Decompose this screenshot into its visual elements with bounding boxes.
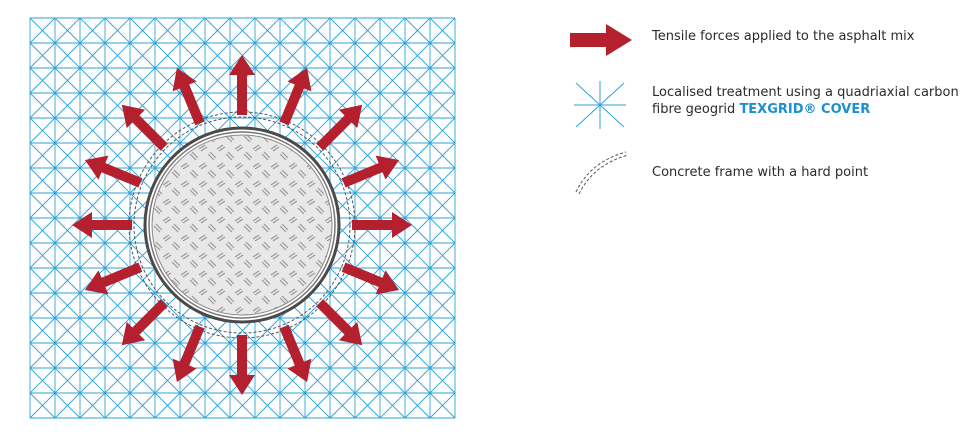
legend-text-frame: Concrete frame with a hard point xyxy=(652,165,869,180)
tensile-arrow xyxy=(229,335,255,395)
tensile-arrow xyxy=(279,67,312,126)
tensile-arrow xyxy=(229,55,255,115)
tensile-arrow xyxy=(341,155,400,188)
tensile-arrow xyxy=(121,299,168,346)
tensile-arrow xyxy=(316,299,363,346)
legend-text-tensile: Tensile forces applied to the asphalt mi… xyxy=(652,29,915,44)
tensile-arrow xyxy=(72,212,132,238)
tensile-arrow-icon xyxy=(570,24,632,56)
geogrid-diagram xyxy=(29,17,456,419)
legend-geogrid-text: Localised treatment using a quadriaxial … xyxy=(652,85,959,117)
manhole-cover-plate xyxy=(151,134,333,316)
tensile-arrow xyxy=(352,212,412,238)
legend: Tensile forces applied to the asphalt mi… xyxy=(560,0,980,437)
dashed-arc-icon xyxy=(575,151,629,195)
tensile-arrow xyxy=(279,324,312,383)
legend-text-geogrid: Localised treatment using a quadriaxial … xyxy=(652,84,972,118)
tensile-arrow xyxy=(84,155,143,188)
tensile-arrow xyxy=(172,324,205,383)
brand-texgrid-cover: TEXGRID® COVER xyxy=(739,102,871,117)
tensile-arrow xyxy=(316,104,363,151)
tensile-arrow xyxy=(172,67,205,126)
quadriaxial-grid-icon xyxy=(574,81,626,129)
frame-ring-inner xyxy=(148,131,336,319)
tensile-arrow xyxy=(121,104,168,151)
tensile-arrow xyxy=(341,262,400,295)
tensile-arrow xyxy=(84,262,143,295)
tensile-arrows xyxy=(72,55,412,395)
